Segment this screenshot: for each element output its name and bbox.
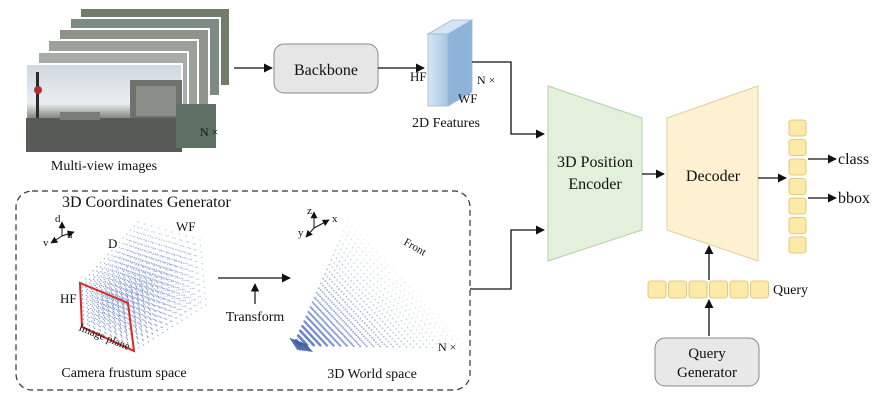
world-axis-z-label: z xyxy=(307,205,312,217)
coords-generator-title: 3D Coordinates Generator xyxy=(62,194,232,211)
image-plane-outline xyxy=(78,281,136,353)
bbox-label: bbox xyxy=(838,190,870,207)
feature-block xyxy=(426,19,474,107)
images-n-times-label: N × xyxy=(200,125,218,139)
query-token-row xyxy=(647,280,769,299)
world-axes xyxy=(305,211,330,238)
front-label: Front xyxy=(402,236,429,258)
output-token xyxy=(788,119,807,137)
features-wf-label: WF xyxy=(458,91,478,106)
query-token xyxy=(750,280,769,299)
query-token xyxy=(647,280,667,299)
decoder-label: Decoder xyxy=(686,168,741,185)
frustum-d-label: D xyxy=(108,236,117,251)
output-token xyxy=(788,217,807,234)
arrow-coords-to-encoder xyxy=(470,225,545,290)
frustum-hf-label: HF xyxy=(60,291,77,306)
output-token-column xyxy=(788,119,807,254)
multi-view-images-caption: Multi-view images xyxy=(51,159,157,174)
query-label: Query xyxy=(773,283,808,298)
transform-label: Transform xyxy=(226,310,285,325)
query-generator-block xyxy=(654,337,760,387)
position-encoder-label-line2: Encoder xyxy=(568,176,622,193)
features-n-times-label: N × xyxy=(477,73,495,87)
output-token xyxy=(788,197,807,215)
axis-u-label: u xyxy=(67,229,73,241)
decoder-block xyxy=(666,85,759,262)
axis-v-label: v xyxy=(43,237,49,249)
query-token xyxy=(688,280,708,299)
features-2d-caption: 2D Features xyxy=(412,116,480,131)
frustum-wf-label: WF xyxy=(176,219,196,234)
output-token xyxy=(788,178,807,195)
side-view-image xyxy=(176,104,216,148)
world-axis-y-label: y xyxy=(298,227,304,239)
query-generator-label-line1: Query xyxy=(688,346,726,362)
world-space-points xyxy=(289,221,467,353)
camera-frustum-space-caption: Camera frustum space xyxy=(61,366,186,381)
features-hf-label: HF xyxy=(410,69,427,84)
coords-generator-box xyxy=(15,190,471,391)
query-generator-label-line2: Generator xyxy=(677,365,737,381)
query-token xyxy=(709,280,728,299)
world-n-times-label: N × xyxy=(438,340,456,354)
front-view-image xyxy=(25,63,183,153)
output-token xyxy=(788,236,807,254)
arrow-features-to-encoder xyxy=(472,61,545,139)
backbone-label: Backbone xyxy=(294,62,358,79)
query-token xyxy=(729,280,749,299)
output-token xyxy=(788,139,807,156)
world-axis-x-label: x xyxy=(332,213,338,225)
axis-d-label: d xyxy=(55,213,61,225)
multi-view-images-stack xyxy=(25,7,231,153)
class-label: class xyxy=(838,151,869,168)
output-token xyxy=(788,158,807,176)
query-token xyxy=(668,280,687,299)
camera-axes xyxy=(50,221,75,244)
position-encoder-block xyxy=(547,85,643,262)
position-encoder-label-line1: 3D Position xyxy=(557,154,633,171)
world-space-caption: 3D World space xyxy=(327,367,417,382)
